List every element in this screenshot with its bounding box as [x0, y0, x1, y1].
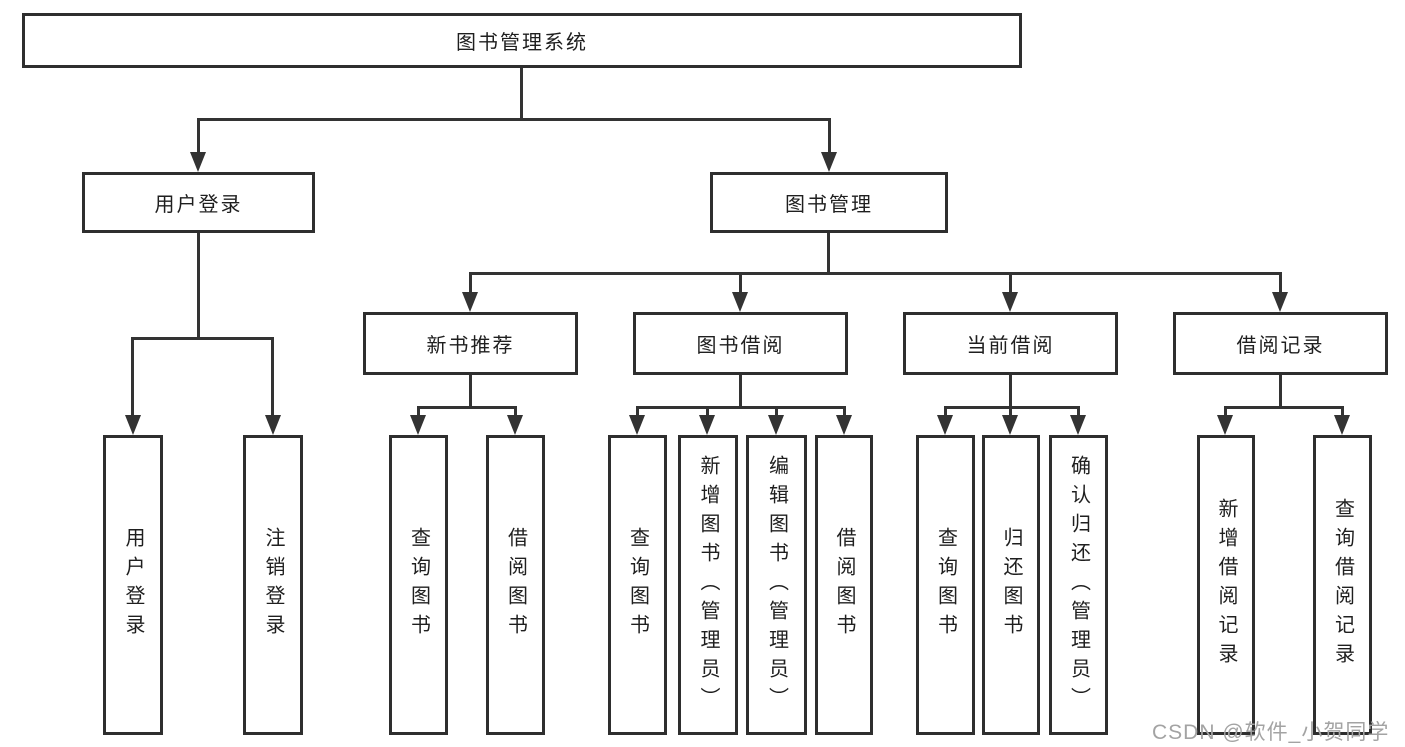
leaf-query-books-recommend: 查询图书	[389, 435, 448, 735]
connector-line	[131, 337, 274, 340]
connector-line	[1077, 406, 1080, 415]
connector-line	[197, 118, 200, 152]
connector-line	[636, 406, 846, 409]
connector-line	[1341, 406, 1344, 415]
connector-line	[843, 406, 846, 415]
connector-line	[514, 406, 517, 415]
arrow-down-icon	[732, 292, 748, 312]
connector-line	[469, 272, 472, 292]
leaf-return-books: 归还图书	[982, 435, 1040, 735]
connector-line	[469, 375, 472, 406]
leaf-query-books-borrowing: 查询图书	[608, 435, 667, 735]
leaf-add-books-admin: 新增图书（管理员）	[678, 435, 738, 735]
arrow-down-icon	[125, 415, 141, 435]
connector-line	[944, 406, 1080, 409]
connector-line	[944, 406, 947, 415]
connector-line	[828, 118, 831, 152]
connector-line	[739, 375, 742, 406]
node-book-management: 图书管理	[710, 172, 948, 233]
leaf-confirm-return-admin: 确认归还（管理员）	[1049, 435, 1108, 735]
leaf-borrow-books: 借阅图书	[815, 435, 873, 735]
connector-line	[271, 337, 274, 415]
connector-line	[1279, 272, 1282, 292]
leaf-user-login: 用户登录	[103, 435, 163, 735]
leaf-borrow-books-recommend: 借阅图书	[486, 435, 545, 735]
connector-line	[1009, 375, 1012, 406]
watermark: CSDN @软件_小贺同学	[1152, 721, 1390, 744]
leaf-query-books-current: 查询图书	[916, 435, 975, 735]
connector-line	[1224, 406, 1344, 409]
arrow-down-icon	[1217, 415, 1233, 435]
connector-line	[1009, 406, 1012, 415]
connector-line	[739, 272, 742, 292]
connector-line	[636, 406, 639, 415]
connector-line	[417, 406, 517, 409]
arrow-down-icon	[265, 415, 281, 435]
leaf-query-borrow-record: 查询借阅记录	[1313, 435, 1372, 735]
connector-line	[131, 337, 134, 415]
connector-line	[197, 233, 200, 337]
leaf-add-borrow-record: 新增借阅记录	[1197, 435, 1255, 735]
arrow-down-icon	[937, 415, 953, 435]
node-current-borrowing: 当前借阅	[903, 312, 1118, 375]
connector-line	[1009, 272, 1012, 292]
arrow-down-icon	[462, 292, 478, 312]
arrow-down-icon	[410, 415, 426, 435]
connector-line	[827, 233, 830, 272]
arrow-down-icon	[1272, 292, 1288, 312]
connector-line	[469, 272, 1281, 275]
leaf-edit-books-admin: 编辑图书（管理员）	[746, 435, 807, 735]
arrow-down-icon	[1070, 415, 1086, 435]
arrow-down-icon	[629, 415, 645, 435]
connector-line	[197, 118, 831, 121]
arrow-down-icon	[699, 415, 715, 435]
leaf-logout: 注销登录	[243, 435, 303, 735]
connector-line	[775, 406, 778, 415]
node-user-login: 用户登录	[82, 172, 315, 233]
connector-line	[706, 406, 709, 415]
connector-line	[417, 406, 420, 415]
arrow-down-icon	[768, 415, 784, 435]
arrow-down-icon	[821, 152, 837, 172]
arrow-down-icon	[507, 415, 523, 435]
connector-line	[1279, 375, 1282, 406]
node-book-borrowing: 图书借阅	[633, 312, 848, 375]
connector-line	[520, 68, 523, 118]
node-borrowing-records: 借阅记录	[1173, 312, 1388, 375]
arrow-down-icon	[1334, 415, 1350, 435]
arrow-down-icon	[190, 152, 206, 172]
arrow-down-icon	[1002, 415, 1018, 435]
arrow-down-icon	[836, 415, 852, 435]
node-library-management-system: 图书管理系统	[22, 13, 1022, 68]
connector-line	[1224, 406, 1227, 415]
arrow-down-icon	[1002, 292, 1018, 312]
node-new-book-recommend: 新书推荐	[363, 312, 578, 375]
